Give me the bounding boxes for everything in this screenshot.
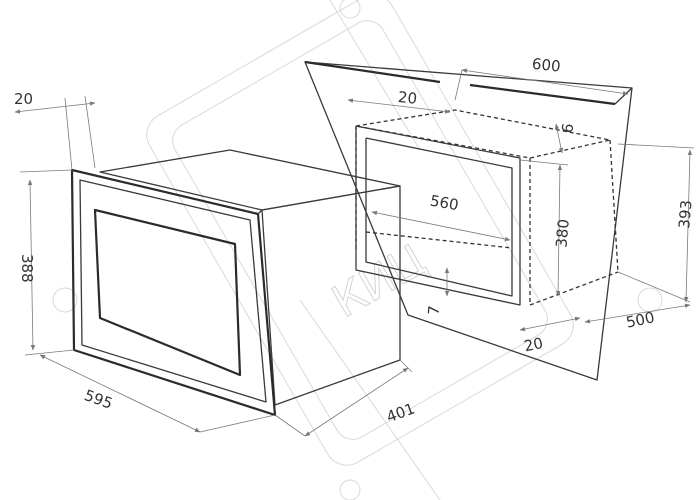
label-cabinet-height: 393 bbox=[675, 199, 695, 229]
cabinet-panel bbox=[304, 60, 633, 381]
dimension-lines bbox=[14, 68, 695, 437]
label-top-gap: 6 bbox=[558, 122, 577, 135]
label-front-gap: 20 bbox=[522, 334, 544, 356]
watermark: КИЦ bbox=[52, 0, 663, 500]
label-bottom-gap: 7 bbox=[425, 305, 444, 316]
dimension-labels: 600 20 6 560 380 393 500 20 7 20 388 595… bbox=[14, 55, 696, 426]
label-appliance-height: 388 bbox=[18, 254, 36, 283]
watermark-text: КИЦ bbox=[324, 235, 435, 328]
label-side-gap: 20 bbox=[397, 88, 418, 108]
label-appliance-depth: 401 bbox=[384, 399, 417, 426]
label-front-thickness: 20 bbox=[14, 90, 33, 108]
label-appliance-width: 595 bbox=[82, 386, 115, 413]
label-cabinet-width: 600 bbox=[531, 55, 561, 76]
label-niche-height: 380 bbox=[552, 218, 572, 248]
label-cabinet-depth: 500 bbox=[624, 308, 656, 332]
label-niche-width: 560 bbox=[429, 192, 460, 215]
